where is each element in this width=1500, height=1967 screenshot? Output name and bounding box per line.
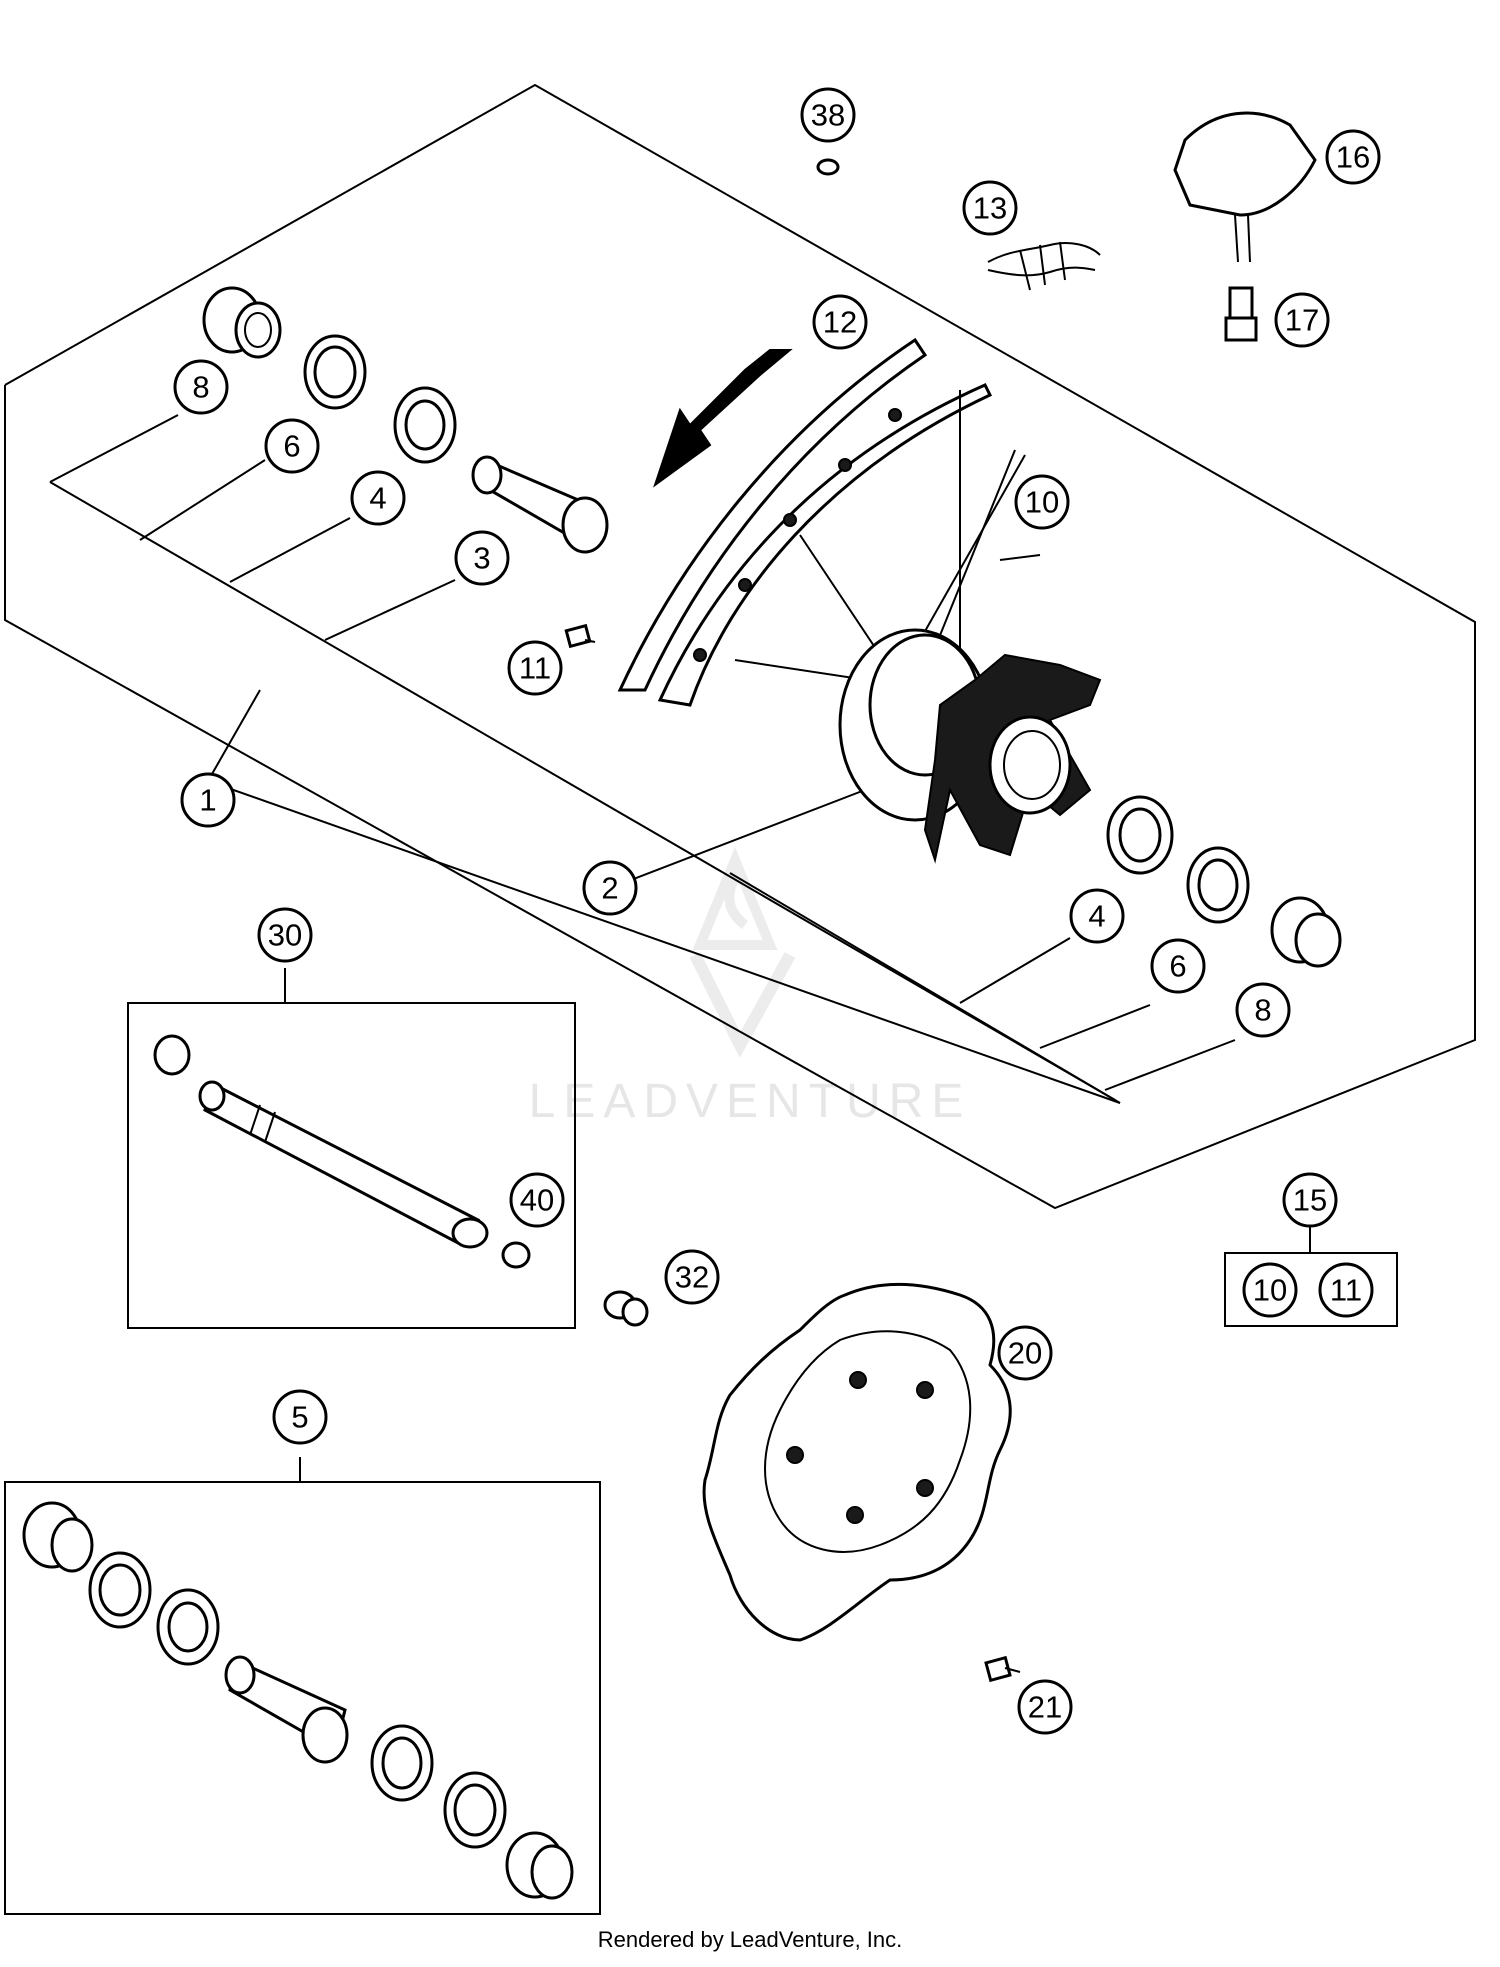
callout-16-label: 16 <box>1336 140 1370 175</box>
callout-3-label: 3 <box>473 541 490 576</box>
footer-credit: Rendered by LeadVenture, Inc. <box>598 1927 903 1952</box>
rim-lock-nut-part <box>1224 286 1258 342</box>
callout-32[interactable]: 32 <box>664 1249 720 1305</box>
axle-kit-box <box>127 1002 576 1329</box>
valve-cap-part <box>816 158 840 176</box>
bearing-part <box>393 386 457 464</box>
shaft-seal-part <box>303 334 367 410</box>
rim-tape-part <box>987 241 1101 291</box>
callout-17-label: 17 <box>1285 303 1319 338</box>
callout-6-right[interactable]: 6 <box>1150 938 1206 994</box>
callout-6-right-label: 6 <box>1169 949 1186 984</box>
callout-2[interactable]: 2 <box>582 860 638 916</box>
collar-bolt-part <box>603 1290 649 1327</box>
callout-1[interactable]: 1 <box>180 772 236 828</box>
callout-38-label: 38 <box>811 98 845 133</box>
callout-10[interactable]: 10 <box>1014 474 1070 530</box>
bearing-right-part <box>1106 795 1174 875</box>
spoke-nipple-kit-box <box>1224 1252 1398 1327</box>
watermark-text: LEADVENTURE <box>529 1075 972 1128</box>
callout-21-label: 21 <box>1028 1690 1062 1725</box>
callout-10-label: 10 <box>1025 485 1059 520</box>
callout-8-right-label: 8 <box>1254 993 1271 1028</box>
callout-8-left[interactable]: 8 <box>173 359 229 415</box>
wheel-assembly-frame <box>4 83 1476 1210</box>
shaft-seal-right-part <box>1186 846 1250 924</box>
callout-21[interactable]: 21 <box>1017 1679 1073 1735</box>
callout-12[interactable]: 12 <box>812 294 868 350</box>
spoke-nipple-part <box>564 623 596 649</box>
callout-4-right-label: 4 <box>1088 899 1105 934</box>
rim-lock-part <box>1173 111 1317 263</box>
leadventure-watermark: LEADVENTURE <box>529 846 972 1128</box>
callout-5-label: 5 <box>291 1400 308 1435</box>
callout-15-10-label: 10 <box>1253 1273 1287 1308</box>
rim-part <box>617 337 993 707</box>
callout-3[interactable]: 3 <box>454 530 510 586</box>
wheel-spindle-part <box>153 1034 489 1249</box>
callout-1-label: 1 <box>199 783 216 818</box>
callout-20[interactable]: 20 <box>997 1325 1053 1381</box>
rotation-arrow-icon <box>653 349 793 488</box>
callout-11[interactable]: 11 <box>507 640 563 696</box>
callout-13-label: 13 <box>973 191 1007 226</box>
callout-40-label: 40 <box>520 1183 554 1218</box>
bearing-kit-box <box>4 1481 601 1915</box>
callout-16[interactable]: 16 <box>1325 129 1381 185</box>
leader-lines <box>49 414 1311 1482</box>
hub-part <box>838 628 1102 864</box>
callout-15[interactable]: 15 <box>1282 1172 1338 1228</box>
callout-13[interactable]: 13 <box>962 180 1018 236</box>
brake-disc-part <box>702 1283 1012 1642</box>
callout-6-left[interactable]: 6 <box>264 418 320 474</box>
callout-17[interactable]: 17 <box>1274 292 1330 348</box>
callout-4-left[interactable]: 4 <box>350 470 406 526</box>
collar-nut-part <box>501 1241 531 1269</box>
callout-4-left-label: 4 <box>369 481 386 516</box>
callout-8-left-label: 8 <box>192 370 209 405</box>
callout-2-label: 2 <box>601 871 618 906</box>
callout-38[interactable]: 38 <box>800 87 856 143</box>
callout-32-label: 32 <box>675 1260 709 1295</box>
callout-12-label: 12 <box>823 305 857 340</box>
callout-20-label: 20 <box>1008 1336 1042 1371</box>
callout-30-label: 30 <box>268 918 302 953</box>
callout-4-right[interactable]: 4 <box>1069 888 1125 944</box>
brake-disc-bolt-part <box>984 1655 1021 1683</box>
callout-15-10[interactable]: 10 <box>1242 1262 1298 1318</box>
callout-6-left-label: 6 <box>283 429 300 464</box>
distance-bushing-part <box>471 455 609 554</box>
callout-15-label: 15 <box>1293 1183 1327 1218</box>
spacer-right-part <box>1270 896 1342 968</box>
callout-40[interactable]: 40 <box>509 1172 565 1228</box>
callout-8-right[interactable]: 8 <box>1235 982 1291 1038</box>
callout-30[interactable]: 30 <box>257 907 313 963</box>
callout-15-11[interactable]: 11 <box>1318 1262 1374 1318</box>
callout-15-11-label: 11 <box>1330 1273 1362 1308</box>
spacer-part <box>202 286 282 359</box>
callout-5[interactable]: 5 <box>272 1389 328 1445</box>
bearing-kit-parts <box>22 1501 574 1900</box>
callout-11-label: 11 <box>519 651 551 686</box>
